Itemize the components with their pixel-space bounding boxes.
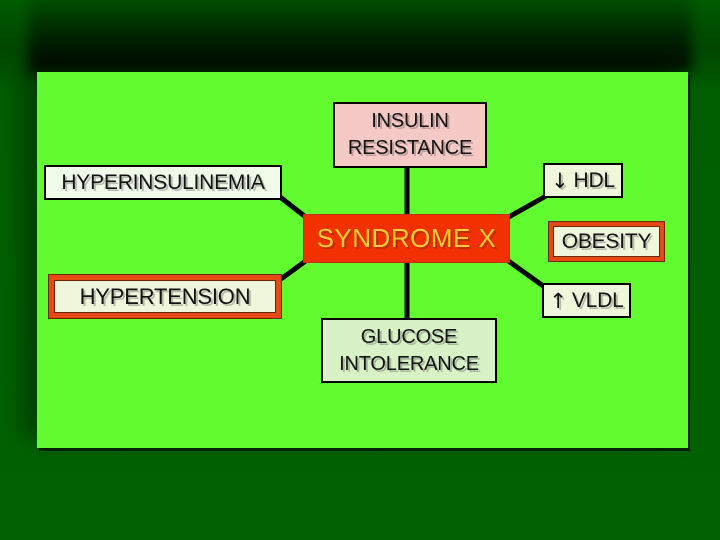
node-hyperinsulinemia: HYPERINSULINEMIA [44, 165, 282, 200]
node-insulin-resistance-line2: RESISTANCE [347, 137, 473, 159]
node-syndrome-x-label: SYNDROME X [316, 223, 497, 253]
connector-lower-left [279, 257, 309, 282]
down-arrow-icon: ↓ [551, 168, 569, 193]
slide-top-shadow [28, 0, 692, 72]
connector-upper-left [278, 195, 309, 220]
node-hdl-label: HDL [573, 168, 615, 192]
node-insulin-resistance: INSULIN RESISTANCE [333, 102, 487, 168]
node-vldl-label: VLDL [571, 288, 624, 312]
slide-canvas: INSULIN RESISTANCE HYPERINSULINEMIA ↓ HD… [37, 72, 688, 448]
connector-lower-right [505, 257, 548, 291]
node-hdl: ↓ HDL [543, 163, 623, 198]
connector-upper-right [505, 193, 548, 221]
node-hypertension-label: HYPERTENSION [79, 283, 251, 309]
node-syndrome-x: SYNDROME X [303, 214, 510, 263]
node-obesity: OBESITY [549, 222, 664, 261]
node-glucose-intolerance: GLUCOSE INTOLERANCE [321, 318, 497, 383]
node-insulin-resistance-line1: INSULIN [371, 110, 449, 132]
node-glucose-intolerance-line1: GLUCOSE [360, 325, 458, 348]
node-glucose-intolerance-line2: INTOLERANCE [339, 352, 479, 375]
node-hypertension: HYPERTENSION [49, 275, 281, 318]
node-vldl: ↑ VLDL [542, 283, 631, 318]
node-obesity-label: OBESITY [561, 229, 652, 253]
up-arrow-icon: ↑ [549, 288, 567, 313]
node-hyperinsulinemia-label: HYPERINSULINEMIA [61, 170, 265, 194]
connector-lines [278, 168, 548, 319]
